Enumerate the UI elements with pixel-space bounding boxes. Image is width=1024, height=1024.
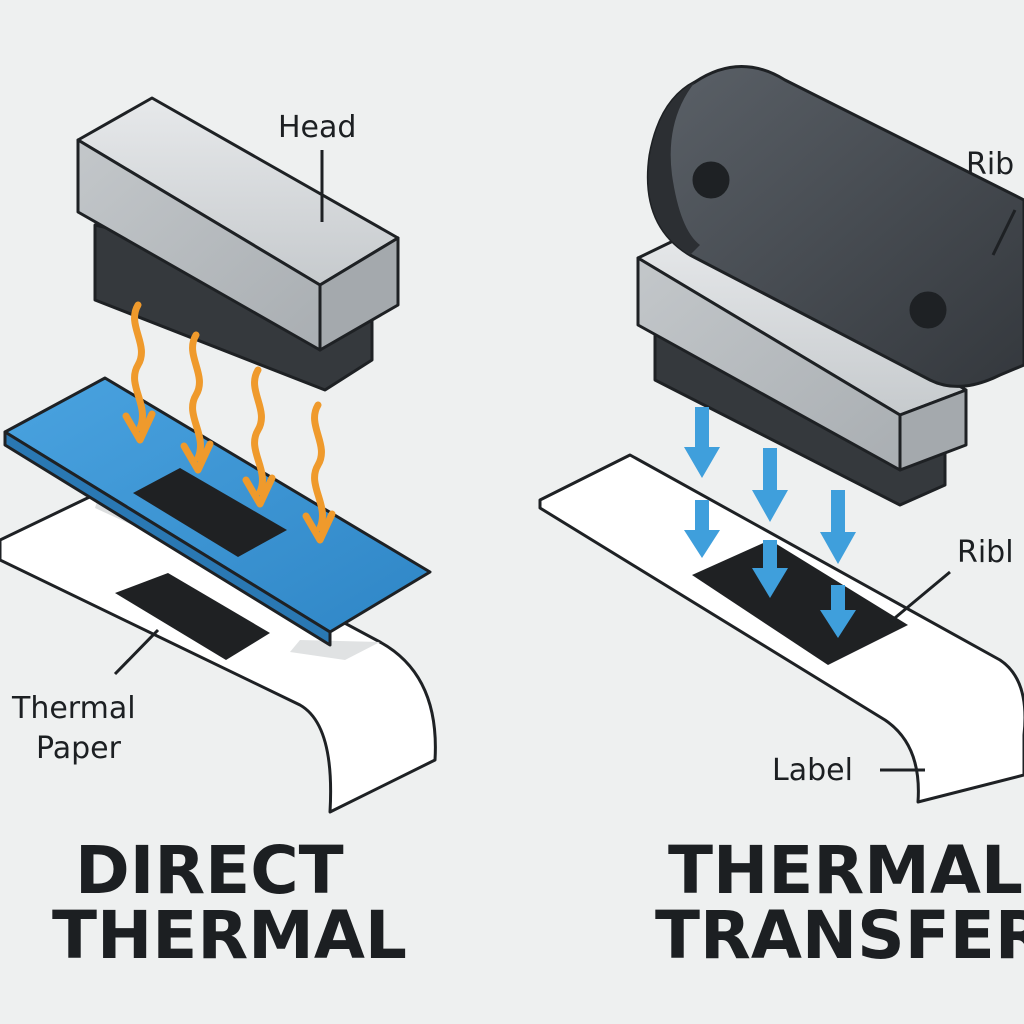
thermal-coating-edge — [3, 430, 332, 647]
thermal-paper-label-line2: Paper — [36, 731, 122, 766]
ribbon-cartridge — [646, 65, 1024, 388]
ribbon-label-mid: Ribl — [957, 535, 1014, 570]
paper-printed-mark — [115, 573, 270, 660]
down-arrow-icon — [820, 490, 856, 564]
heat-wave-arrow-icon — [122, 301, 156, 444]
ribbon-top-leader-line — [991, 209, 1017, 256]
label-media-label: Label — [772, 753, 853, 788]
label-printed-mark — [692, 540, 908, 665]
down-arrow-icon — [684, 500, 720, 558]
down-arrow-icon — [684, 407, 720, 478]
label-strip — [538, 453, 1024, 804]
transfer-print-head — [636, 226, 968, 507]
direct-thermal-title-line1: DIRECT — [75, 832, 344, 909]
thermal-transfer-title-line1: THERMAL — [668, 832, 1023, 909]
head-label: Head — [278, 110, 356, 145]
heat-wave-arrow-icon — [242, 366, 276, 508]
direct-thermal-diagram: Head Thermal Paper DIRECT THERMAL — [0, 96, 437, 974]
heat-wave-arrow-icon — [180, 331, 214, 474]
coating-printed-mark — [133, 468, 287, 557]
heat-wave-arrows — [122, 301, 336, 544]
thermal-transfer-diagram: Rib Ribl Label THERMAL TRANSFER — [538, 65, 1024, 974]
ribbon-spool-hole-icon — [909, 291, 947, 329]
heat-wave-arrow-icon — [302, 401, 336, 544]
ribbon-mid-leader-line — [889, 570, 951, 624]
down-arrow-icon — [752, 448, 788, 522]
thermal-transfer-title-line2: TRANSFER — [655, 897, 1024, 974]
ribbon-label-top: Rib — [966, 147, 1014, 182]
transfer-arrows — [684, 407, 856, 638]
direct-thermal-title-line2: THERMAL — [52, 897, 407, 974]
thermal-paper-leader-line — [113, 628, 160, 676]
thermal-paper-label-line1: Thermal — [11, 691, 136, 726]
direct-print-head — [76, 96, 400, 392]
down-arrow-icon — [752, 540, 788, 598]
ribbon-spool-hole-icon — [692, 161, 730, 199]
down-arrow-icon — [820, 585, 856, 638]
